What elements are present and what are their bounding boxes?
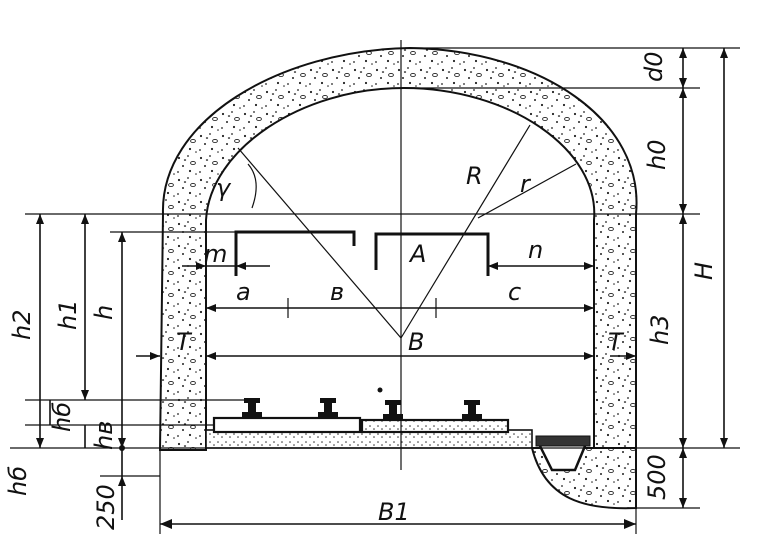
- gamma-arc: [247, 163, 257, 209]
- radius-R-line: [400, 124, 531, 339]
- label-h1: h1: [54, 300, 82, 330]
- rail-3: [383, 400, 403, 420]
- label-gamma: γ: [216, 174, 232, 202]
- label-B: B: [408, 328, 424, 356]
- label-hv: hв: [90, 421, 118, 450]
- label-H: H: [690, 262, 718, 280]
- label-c: c: [508, 278, 521, 306]
- radius-r-line: [477, 163, 577, 219]
- label-A: A: [408, 240, 426, 268]
- label-h3: h3: [646, 315, 674, 345]
- label-h0-top: h0: [643, 140, 671, 170]
- axis-point: [377, 387, 383, 393]
- sleeper-right: [360, 418, 510, 434]
- label-250: 250: [92, 484, 120, 530]
- rail-2: [318, 398, 338, 418]
- label-r: r: [520, 170, 532, 198]
- label-v: в: [330, 278, 344, 306]
- clearance-left: [234, 230, 356, 276]
- label-h2: h2: [8, 310, 36, 340]
- label-B1: B1: [378, 498, 410, 526]
- label-m: m: [204, 240, 227, 268]
- rail-1: [242, 398, 262, 418]
- rail-4: [462, 400, 482, 420]
- label-h: h: [90, 305, 118, 320]
- label-n: n: [528, 236, 543, 264]
- label-T-right: T: [608, 328, 625, 356]
- label-hd: hб: [4, 466, 32, 496]
- clearance-right: [374, 232, 490, 276]
- label-d0: d0: [640, 51, 668, 82]
- label-500: 500: [643, 454, 671, 500]
- label-hb-left: hб: [48, 402, 76, 432]
- drain-cover: [535, 435, 591, 447]
- drain-channel: [538, 445, 587, 472]
- label-T-left: T: [176, 328, 193, 356]
- radius-left-line: [237, 147, 402, 339]
- label-a: a: [236, 278, 251, 306]
- label-R: R: [466, 162, 483, 190]
- sleeper-left: [212, 416, 362, 434]
- tunnel-lining: [158, 46, 638, 451]
